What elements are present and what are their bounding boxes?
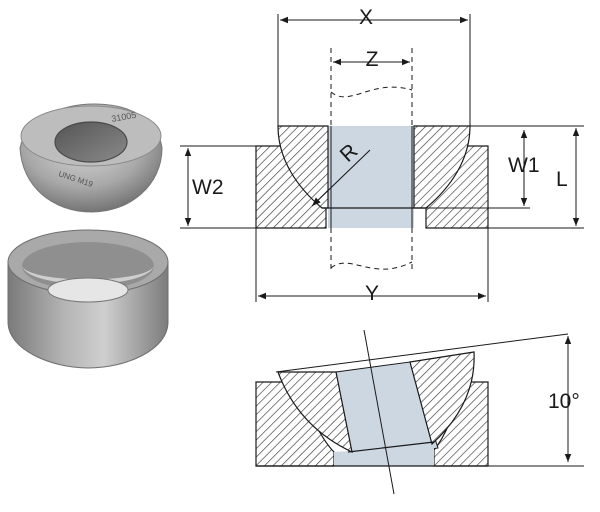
label-z: Z — [366, 48, 379, 71]
label-x: X — [359, 6, 373, 29]
label-l: L — [556, 168, 568, 191]
conical-seat-photo — [7, 229, 169, 369]
tilted-cross-section — [255, 329, 584, 495]
label-w1: W1 — [508, 154, 540, 177]
label-w2: W2 — [192, 176, 224, 199]
shaft-body — [328, 126, 414, 228]
spherical-washer-photo: 31005 UNG M19 — [19, 103, 163, 213]
top-cross-section — [255, 48, 489, 270]
label-y: Y — [365, 282, 379, 305]
label-angle: 10° — [548, 390, 580, 413]
dimension-lines — [180, 14, 584, 302]
ring-engraving-top: 31005 — [111, 110, 137, 124]
